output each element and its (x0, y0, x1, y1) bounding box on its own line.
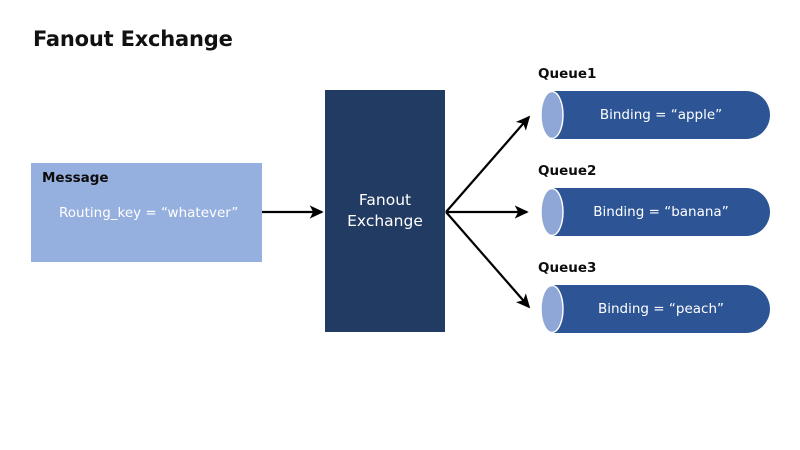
page-title: Fanout Exchange (33, 27, 233, 51)
message-heading: Message (42, 170, 109, 186)
queue-cylinder-2: Queue2 Binding = “banana” (530, 163, 770, 236)
message-routing-key: Routing_key = “whatever” (59, 205, 239, 221)
exchange-to-queue3-arrow (445, 211, 531, 309)
queue-3-name: Queue3 (538, 260, 597, 276)
queue-cylinder-3: Queue3 Binding = “peach” (530, 260, 770, 333)
queue-cylinder-1: Queue1 Binding = “apple” (530, 66, 770, 139)
queue-2-shape (540, 188, 770, 236)
message-box: Message Routing_key = “whatever” (31, 163, 262, 262)
queue-3-shape (540, 285, 770, 333)
queue-2-name: Queue2 (538, 163, 597, 179)
queue-1-shape (540, 91, 770, 139)
exchange-label: Fanout Exchange (347, 191, 423, 230)
fanout-exchange-box: Fanout Exchange (325, 90, 445, 332)
exchange-to-queue1-arrow (445, 115, 531, 213)
queue-1-name: Queue1 (538, 66, 597, 82)
